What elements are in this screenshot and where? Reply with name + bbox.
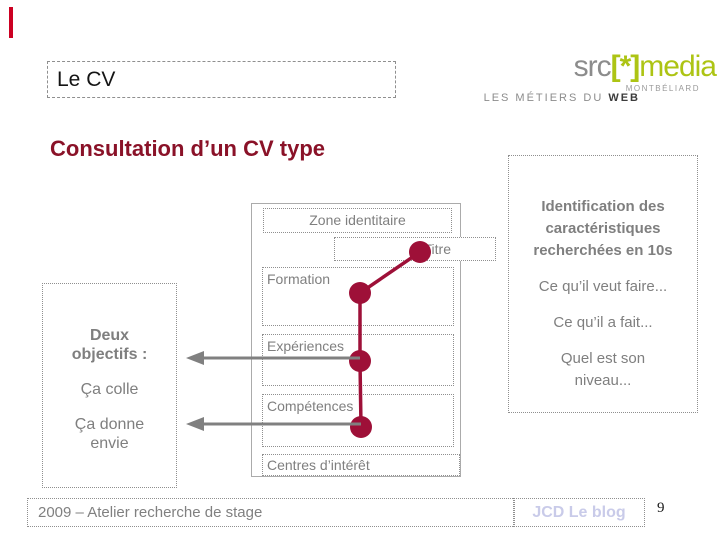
slide-heading: Consultation d’un CV type xyxy=(50,136,325,161)
left-note-point-1: Ça colle xyxy=(80,381,139,398)
cv-section-experiences: Expériences xyxy=(262,334,454,386)
logo-media-text: media xyxy=(639,50,717,83)
slide-title-box: Le CV xyxy=(47,61,396,98)
cv-section-centres-interet: Centres d’intérêt xyxy=(262,454,460,476)
left-note-heading: Deux objectifs : xyxy=(71,327,148,363)
objective-arrowhead-icon-bottom xyxy=(186,417,204,431)
left-note-box: Deux objectifs : Ça colle Ça donne envie xyxy=(42,283,177,488)
slide-title: Le CV xyxy=(57,68,116,91)
logo-tagline-text: LES MÉTIERS DU xyxy=(483,92,609,104)
left-note-point-2: Ça donne envie xyxy=(74,416,145,452)
logo-bracket-star: [*] xyxy=(610,50,641,83)
right-note-box: Identification des caractéristiques rech… xyxy=(508,155,698,413)
right-note-point-3: Quel est son niveau... xyxy=(560,350,646,389)
right-note-point-2: Ce qu’il a fait... xyxy=(553,314,653,331)
red-accent-bar xyxy=(9,7,13,38)
page-number: 9 xyxy=(657,500,665,516)
logo-src-text: src xyxy=(573,50,612,83)
cv-section-formation: Formation xyxy=(262,267,454,326)
right-note-point-1: Ce qu’il veut faire... xyxy=(538,278,668,295)
logo-city-label: MONTBÉLIARD xyxy=(625,84,700,93)
cv-diagram-container: Zone identitaire Titre Formation Expérie… xyxy=(251,203,496,477)
objective-arrowhead-icon-top xyxy=(186,351,204,365)
blog-link[interactable]: JCD Le blog xyxy=(513,498,645,527)
footer-caption-box: 2009 – Atelier recherche de stage xyxy=(27,498,515,527)
cv-section-titre: Titre xyxy=(334,237,496,261)
right-note-heading: Identification des caractéristiques rech… xyxy=(533,198,673,259)
cv-section-zone-identitaire: Zone identitaire xyxy=(263,208,452,233)
footer-caption: 2009 – Atelier recherche de stage xyxy=(38,504,263,521)
cv-section-competences: Compétences xyxy=(262,394,454,447)
src-media-logo: src[*]media xyxy=(573,50,717,84)
logo-tagline-web: WEB xyxy=(608,92,640,104)
logo-tagline: LES MÉTIERS DU WEB xyxy=(484,92,640,104)
